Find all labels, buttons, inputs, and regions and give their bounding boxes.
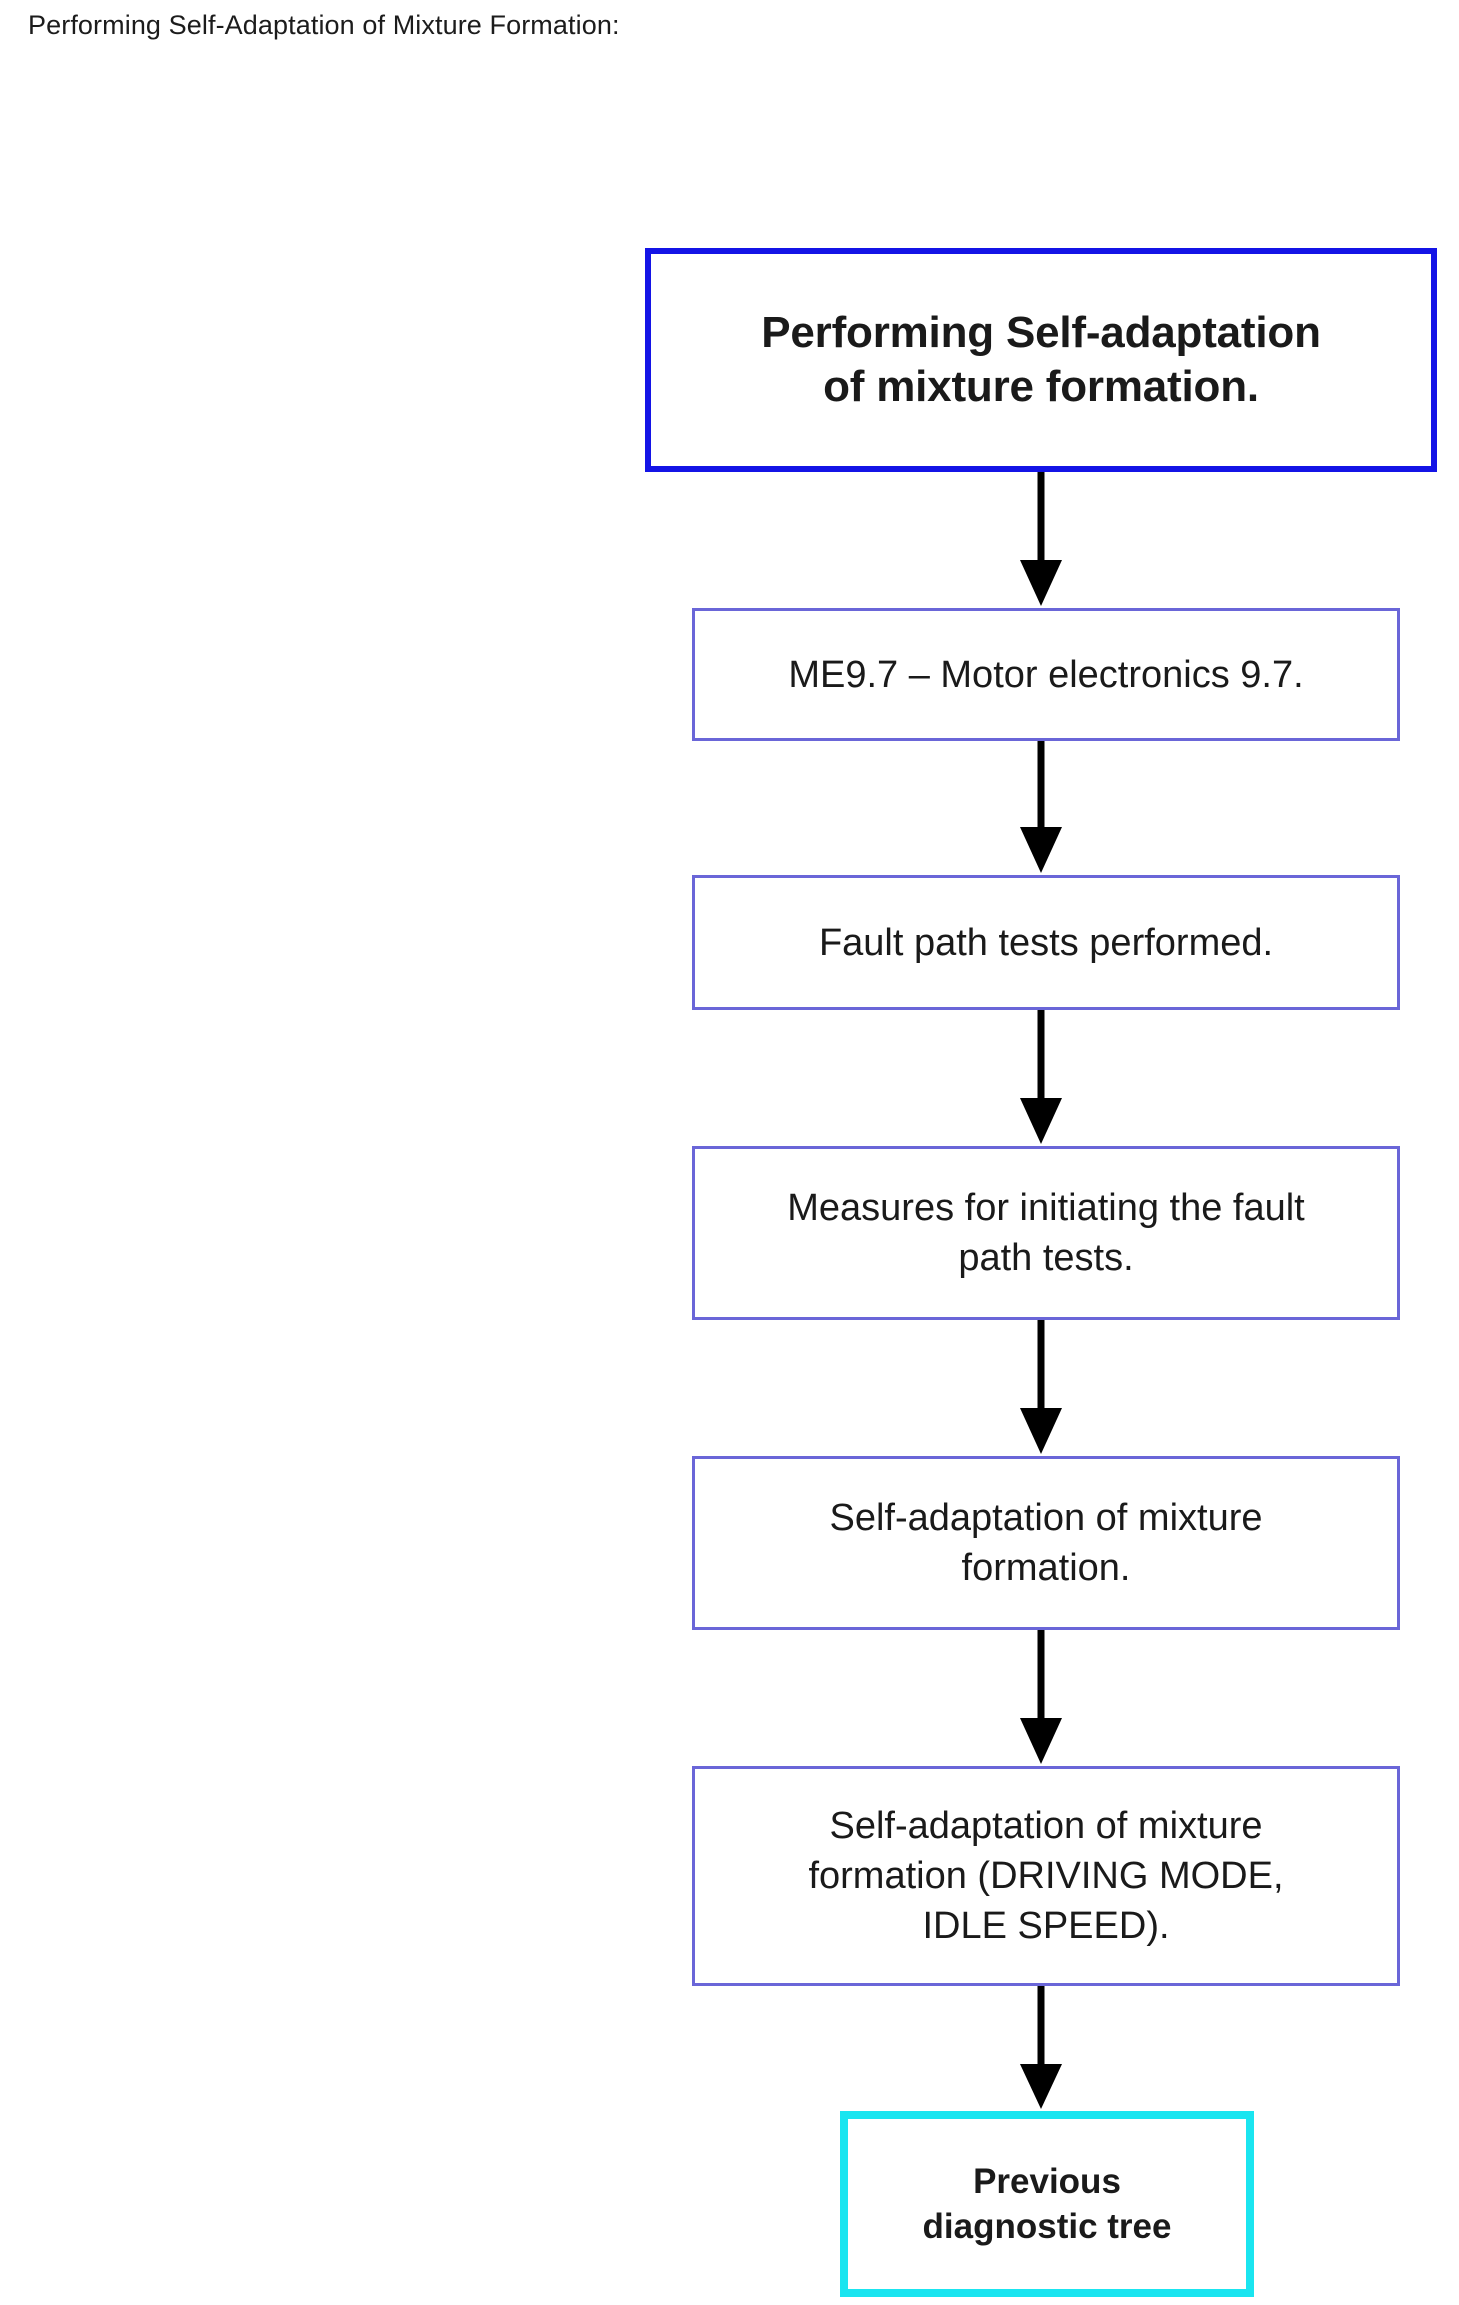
flow-arrow-step-2-to-step-3 [1020, 1010, 1062, 1144]
flow-node-step-1-label: ME9.7 – Motor electronics 9.7. [788, 653, 1304, 696]
flow-arrow-step-1-to-step-2 [1020, 741, 1062, 873]
flow-node-step-1[interactable]: ME9.7 – Motor electronics 9.7. [692, 608, 1400, 741]
flow-arrow-step-4-to-step-5 [1020, 1630, 1062, 1764]
flow-node-step-5[interactable]: Self-adaptation of mixture formation (DR… [692, 1766, 1400, 1986]
flow-arrow-start-to-step-1 [1020, 472, 1062, 606]
flow-node-step-3[interactable]: Measures for initiating the fault path t… [692, 1146, 1400, 1320]
flow-arrow-step-3-to-step-4 [1020, 1320, 1062, 1454]
flow-node-start-label: Performing Self-adaptation of mixture fo… [761, 308, 1321, 411]
flow-node-end-label: Previous diagnostic tree [922, 2162, 1172, 2246]
flow-node-end[interactable]: Previous diagnostic tree [840, 2111, 1254, 2297]
flow-arrow-step-5-to-end [1020, 1986, 1062, 2109]
page-title: Performing Self-Adaptation of Mixture Fo… [28, 10, 620, 40]
flow-node-step-2-label: Fault path tests performed. [818, 921, 1274, 964]
flow-node-step-2[interactable]: Fault path tests performed. [692, 875, 1400, 1010]
flow-node-start[interactable]: Performing Self-adaptation of mixture fo… [645, 248, 1437, 472]
flow-node-step-3-label: Measures for initiating the fault path t… [787, 1187, 1305, 1279]
flow-node-step-5-label: Self-adaptation of mixture formation (DR… [808, 1805, 1284, 1947]
flow-node-step-4-label: Self-adaptation of mixture formation. [829, 1497, 1263, 1589]
flow-node-step-4[interactable]: Self-adaptation of mixture formation. [692, 1456, 1400, 1630]
